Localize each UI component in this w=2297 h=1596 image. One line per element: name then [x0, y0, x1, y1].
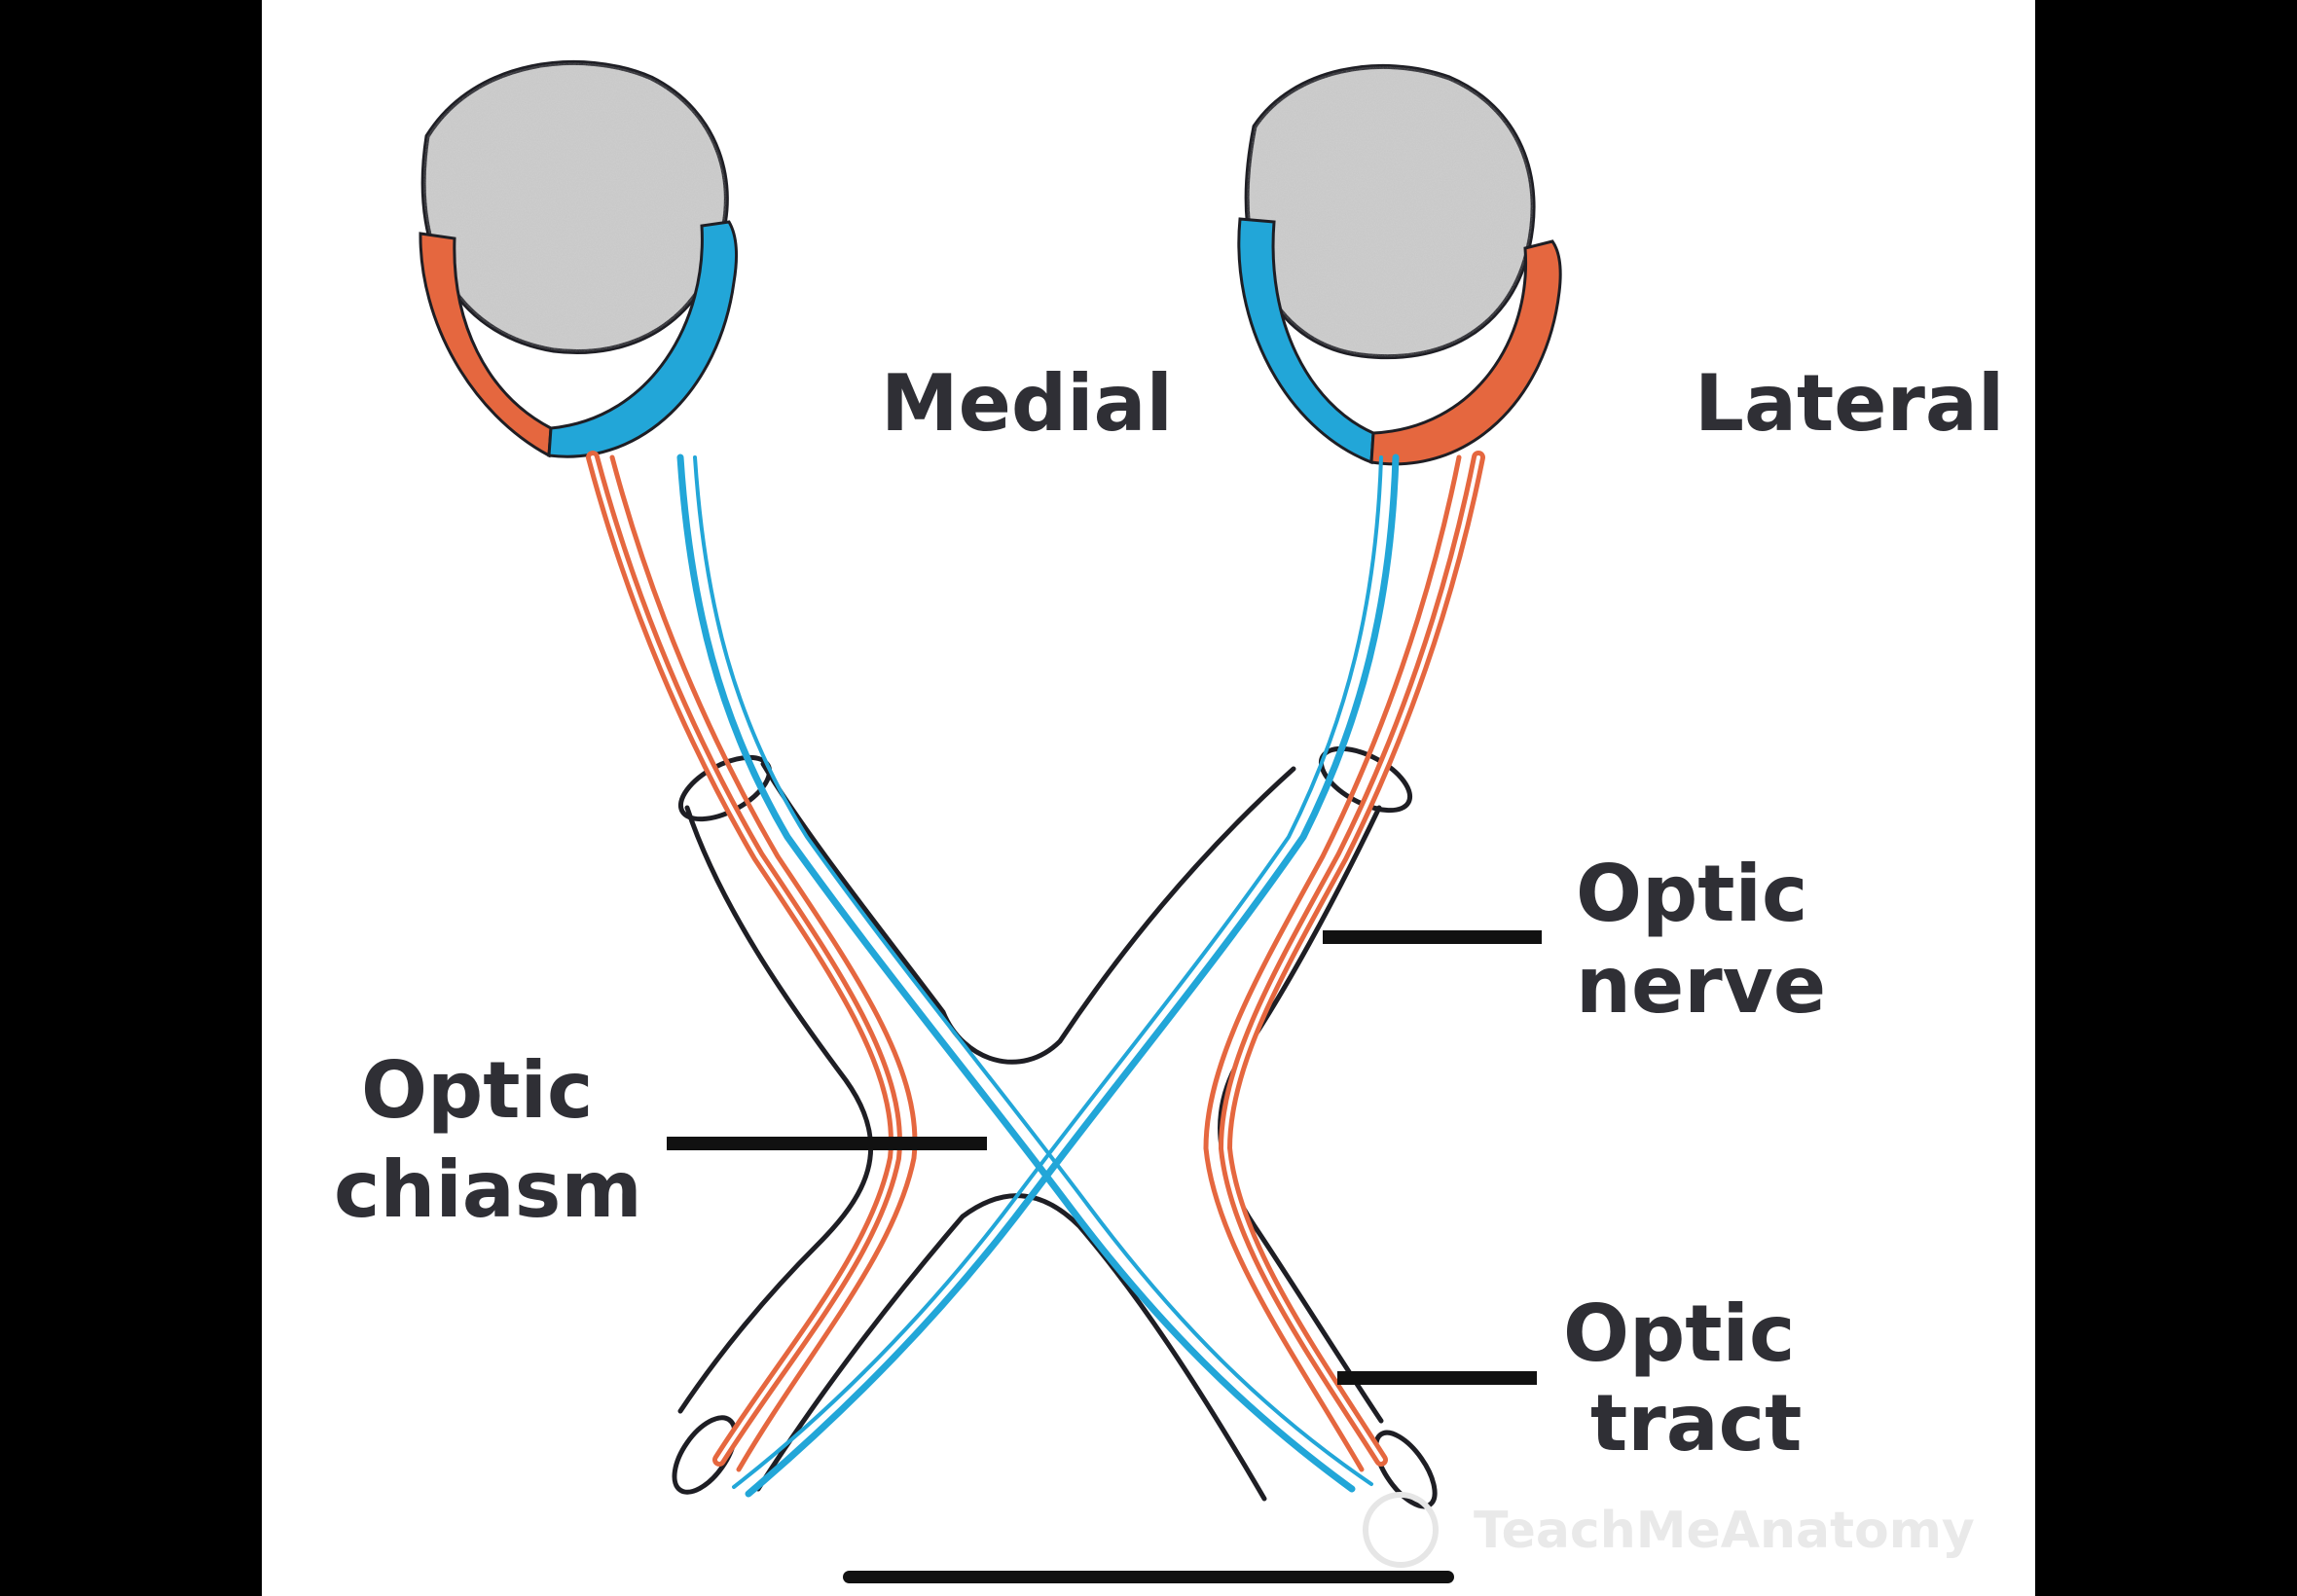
- watermark-text: TeachMeAnatomy: [1474, 1502, 1975, 1560]
- diagram-image: Medial Lateral Optic chiasm Optic nerve …: [262, 0, 2035, 1596]
- left-temporal-fiber: [586, 451, 902, 1467]
- right-temporal-retina: [1369, 239, 1562, 466]
- optic-pathway-diagram: Medial Lateral Optic chiasm Optic nerve …: [334, 60, 2004, 1568]
- watermark: TeachMeAnatomy: [1363, 1492, 1975, 1568]
- label-lateral: Lateral: [1695, 358, 2004, 449]
- home-indicator[interactable]: [843, 1571, 1454, 1583]
- right-nasal-fiber: [745, 453, 1400, 1498]
- label-medial: Medial: [881, 358, 1173, 449]
- left-eyeball: [419, 60, 738, 458]
- label-optic-tract-line2: tract: [1590, 1378, 1802, 1469]
- optic-chiasm-structure: [672, 745, 1438, 1509]
- label-optic-nerve-line1: Optic: [1576, 849, 1807, 939]
- right-eyeball: [1237, 63, 1562, 466]
- label-optic-chiasm-line1: Optic: [361, 1045, 593, 1136]
- nerve-fibers: [586, 451, 1485, 1498]
- label-optic-nerve-line2: nerve: [1576, 940, 1826, 1031]
- left-nasal-fiber: [676, 453, 1356, 1493]
- pointer-lines: [667, 930, 1542, 1385]
- label-optic-tract-line1: Optic: [1563, 1288, 1795, 1379]
- left-nasal-retina: [547, 220, 738, 458]
- label-optic-chiasm-line2: chiasm: [334, 1144, 642, 1235]
